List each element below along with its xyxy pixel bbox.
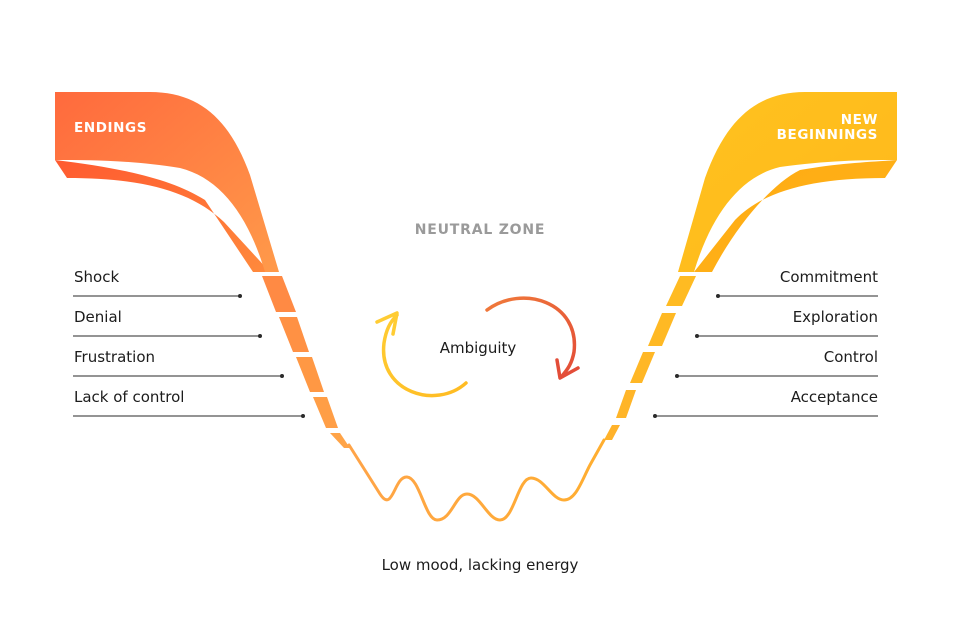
left-segment-5 [330, 433, 350, 448]
cycle-arrow-yellow [381, 313, 468, 398]
endings-banner: ENDINGS [74, 120, 148, 136]
cycle-arrow-red [485, 296, 577, 378]
left-stage-label: Frustration [74, 348, 155, 366]
left-segment-4 [313, 397, 338, 428]
endings-ribbon [55, 92, 279, 272]
right-segment-1 [604, 425, 620, 440]
beginnings-ribbon [678, 92, 897, 272]
ambiguity-label: Ambiguity [439, 339, 517, 357]
cycle-arrowhead-yellow-icon [375, 311, 399, 336]
endings-ribbon-shadow [55, 160, 270, 272]
right-stage-label: Commitment [779, 268, 878, 286]
right-stage-label: Control [823, 348, 878, 366]
right-segment-2 [616, 390, 636, 418]
new-beginnings-banner: NEW BEGINNINGS [777, 113, 878, 143]
left-segment-3 [296, 357, 324, 392]
left-stage-label: Shock [74, 268, 120, 286]
left-segment-2 [279, 317, 309, 352]
left-stage-label: Lack of control [74, 388, 185, 406]
left-stage-label: Denial [74, 308, 122, 326]
left-leader-lines [73, 295, 303, 417]
right-segment-3 [630, 352, 655, 383]
new-beginnings-banner-line1: NEW [840, 112, 878, 128]
new-beginnings-banner-line2: BEGINNINGS [776, 127, 878, 143]
beginnings-ribbon-shadow [694, 160, 897, 272]
right-segment-5 [666, 276, 696, 306]
right-stage-label: Acceptance [790, 388, 878, 406]
low-mood-label: Low mood, lacking energy [381, 556, 579, 574]
low-mood-wave [347, 438, 606, 522]
neutral-zone-title: NEUTRAL ZONE [414, 222, 546, 238]
right-leader-dots [653, 294, 720, 418]
left-segment-1 [262, 276, 296, 312]
right-stage-label: Exploration [792, 308, 878, 326]
cycle-arrowhead-red-icon [555, 358, 580, 380]
left-leader-dots [238, 294, 305, 418]
right-segment-4 [648, 313, 676, 346]
right-leader-lines [655, 295, 878, 417]
